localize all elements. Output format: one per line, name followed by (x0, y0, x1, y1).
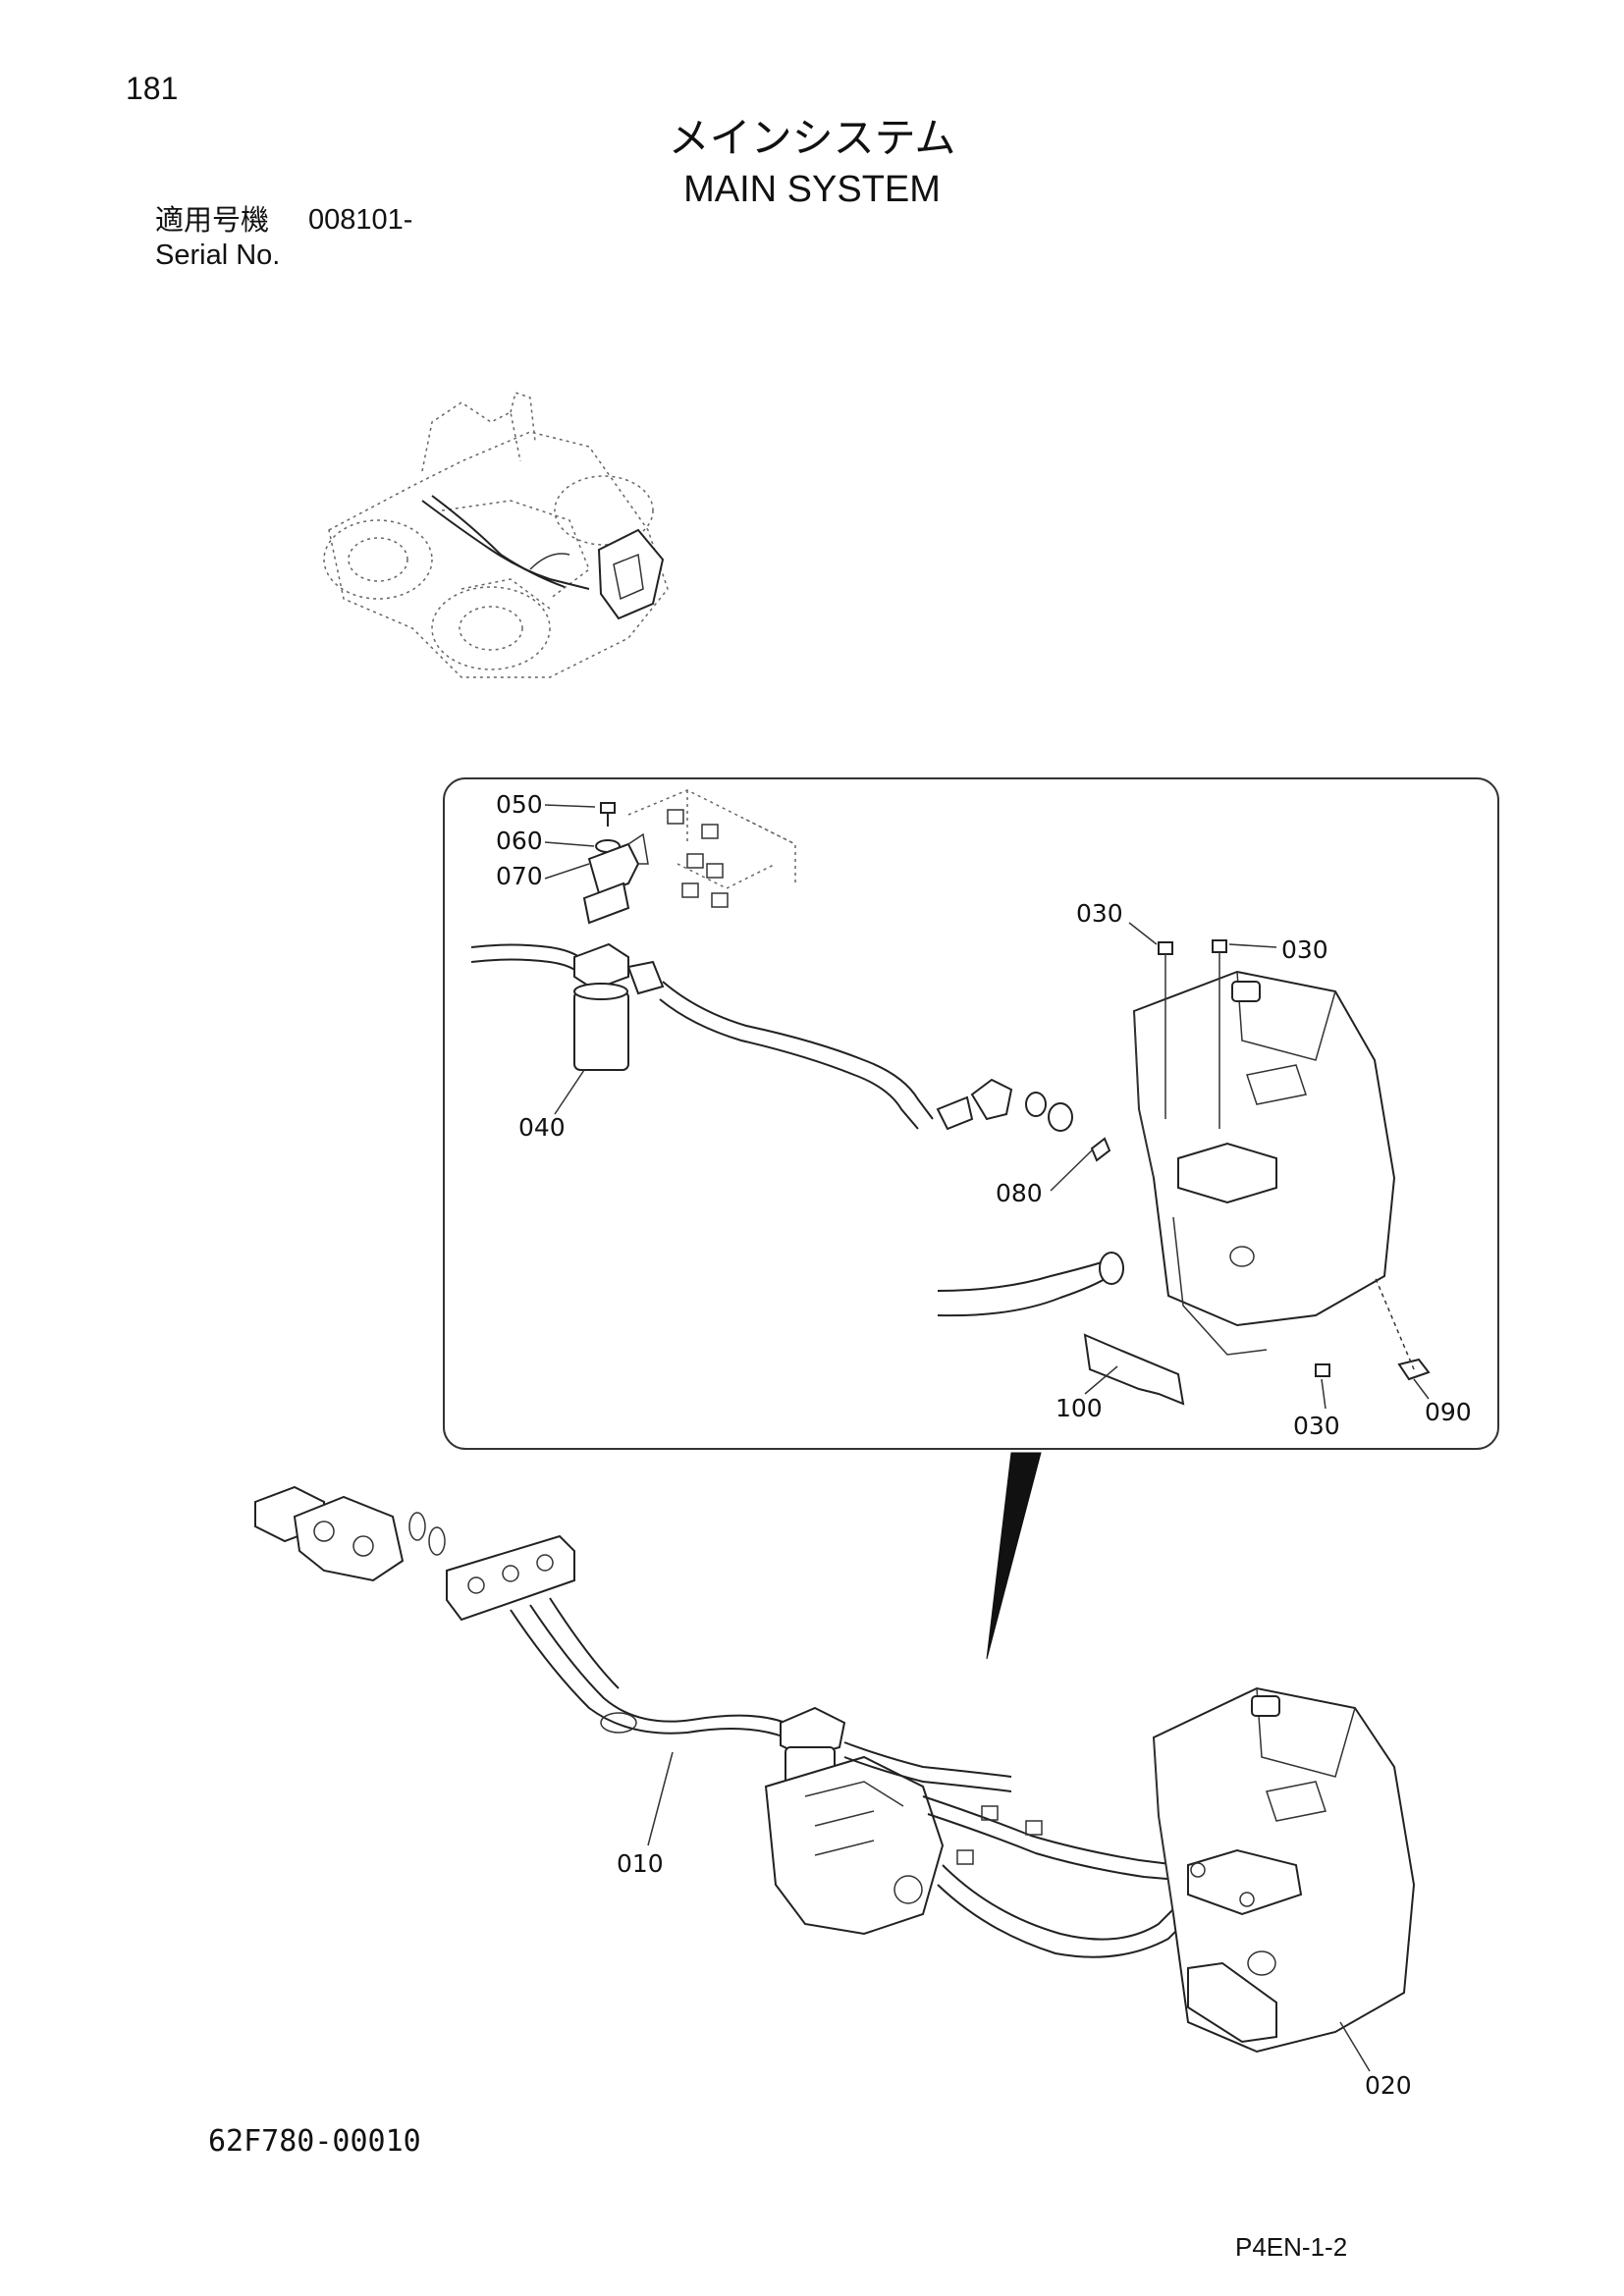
part-label-010: 010 (617, 1849, 664, 1878)
main-assembly-drawing (254, 1485, 1416, 2072)
part-label-030-bottom: 030 (1293, 1412, 1340, 1440)
machine-overview-illustration (323, 392, 669, 678)
part-label-040: 040 (518, 1113, 566, 1142)
page-title-japanese: メインシステム (668, 114, 956, 162)
detail-callout-pointer (986, 1452, 1042, 1660)
drawing-number: 62F780-00010 (208, 2124, 421, 2159)
part-label-060: 060 (496, 827, 543, 855)
serial-label-english: Serial No. (155, 240, 281, 271)
serial-label-japanese: 適用号機 (155, 203, 270, 237)
part-label-100: 100 (1056, 1394, 1103, 1422)
page-title-english: MAIN SYSTEM (683, 169, 941, 210)
part-label-030-left: 030 (1076, 899, 1123, 928)
page-number: 181 (126, 71, 179, 106)
part-label-020: 020 (1365, 2071, 1412, 2100)
part-label-090: 090 (1425, 1398, 1472, 1426)
detail-view-frame (443, 777, 1499, 1450)
part-label-070: 070 (496, 862, 543, 890)
serial-number-value: 008101- (308, 204, 413, 236)
part-label-050: 050 (496, 790, 543, 819)
page-code: P4EN-1-2 (1235, 2232, 1348, 2262)
part-label-080: 080 (996, 1179, 1043, 1207)
detail-view-drawing (470, 789, 1431, 1410)
part-label-030-right: 030 (1281, 935, 1328, 964)
